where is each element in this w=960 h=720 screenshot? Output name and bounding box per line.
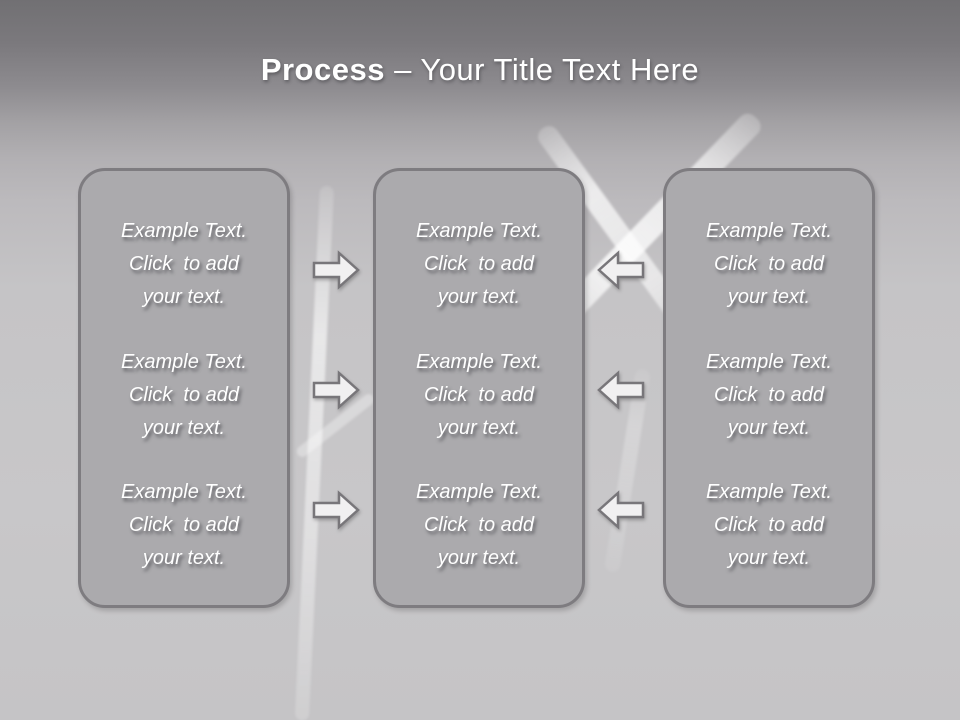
text-placeholder[interactable]: Example Text. Click to add your text. xyxy=(706,220,832,308)
block-arrow-left-icon xyxy=(597,490,645,530)
block-arrow-left-icon xyxy=(597,250,645,290)
text-placeholder[interactable]: Example Text. Click to add your text. xyxy=(121,350,247,439)
process-panel-1[interactable]: Example Text. Click to add your text. Ex… xyxy=(78,168,290,608)
text-placeholder[interactable]: Example Text. Click to add your text. xyxy=(416,350,542,439)
block-arrow-right-icon xyxy=(312,370,360,410)
text-placeholder[interactable]: Example Text. Click to add your text. xyxy=(706,481,832,569)
block-arrow-right-icon xyxy=(312,490,360,530)
page-title: Process – Your Title Text Here xyxy=(0,52,960,88)
block-arrow-right-icon xyxy=(312,250,360,290)
text-placeholder[interactable]: Example Text. Click to add your text. xyxy=(416,220,542,308)
block-arrow-left-icon xyxy=(597,370,645,410)
text-placeholder[interactable]: Example Text. Click to add your text. xyxy=(416,481,542,569)
process-panel-2[interactable]: Example Text. Click to add your text. Ex… xyxy=(373,168,585,608)
text-placeholder[interactable]: Example Text. Click to add your text. xyxy=(121,220,247,308)
title-placeholder-text: – Your Title Text Here xyxy=(384,52,700,87)
title-keyword: Process xyxy=(260,52,385,87)
text-placeholder[interactable]: Example Text. Click to add your text. xyxy=(706,350,832,439)
process-panel-3[interactable]: Example Text. Click to add your text. Ex… xyxy=(663,168,875,608)
text-placeholder[interactable]: Example Text. Click to add your text. xyxy=(121,481,247,569)
